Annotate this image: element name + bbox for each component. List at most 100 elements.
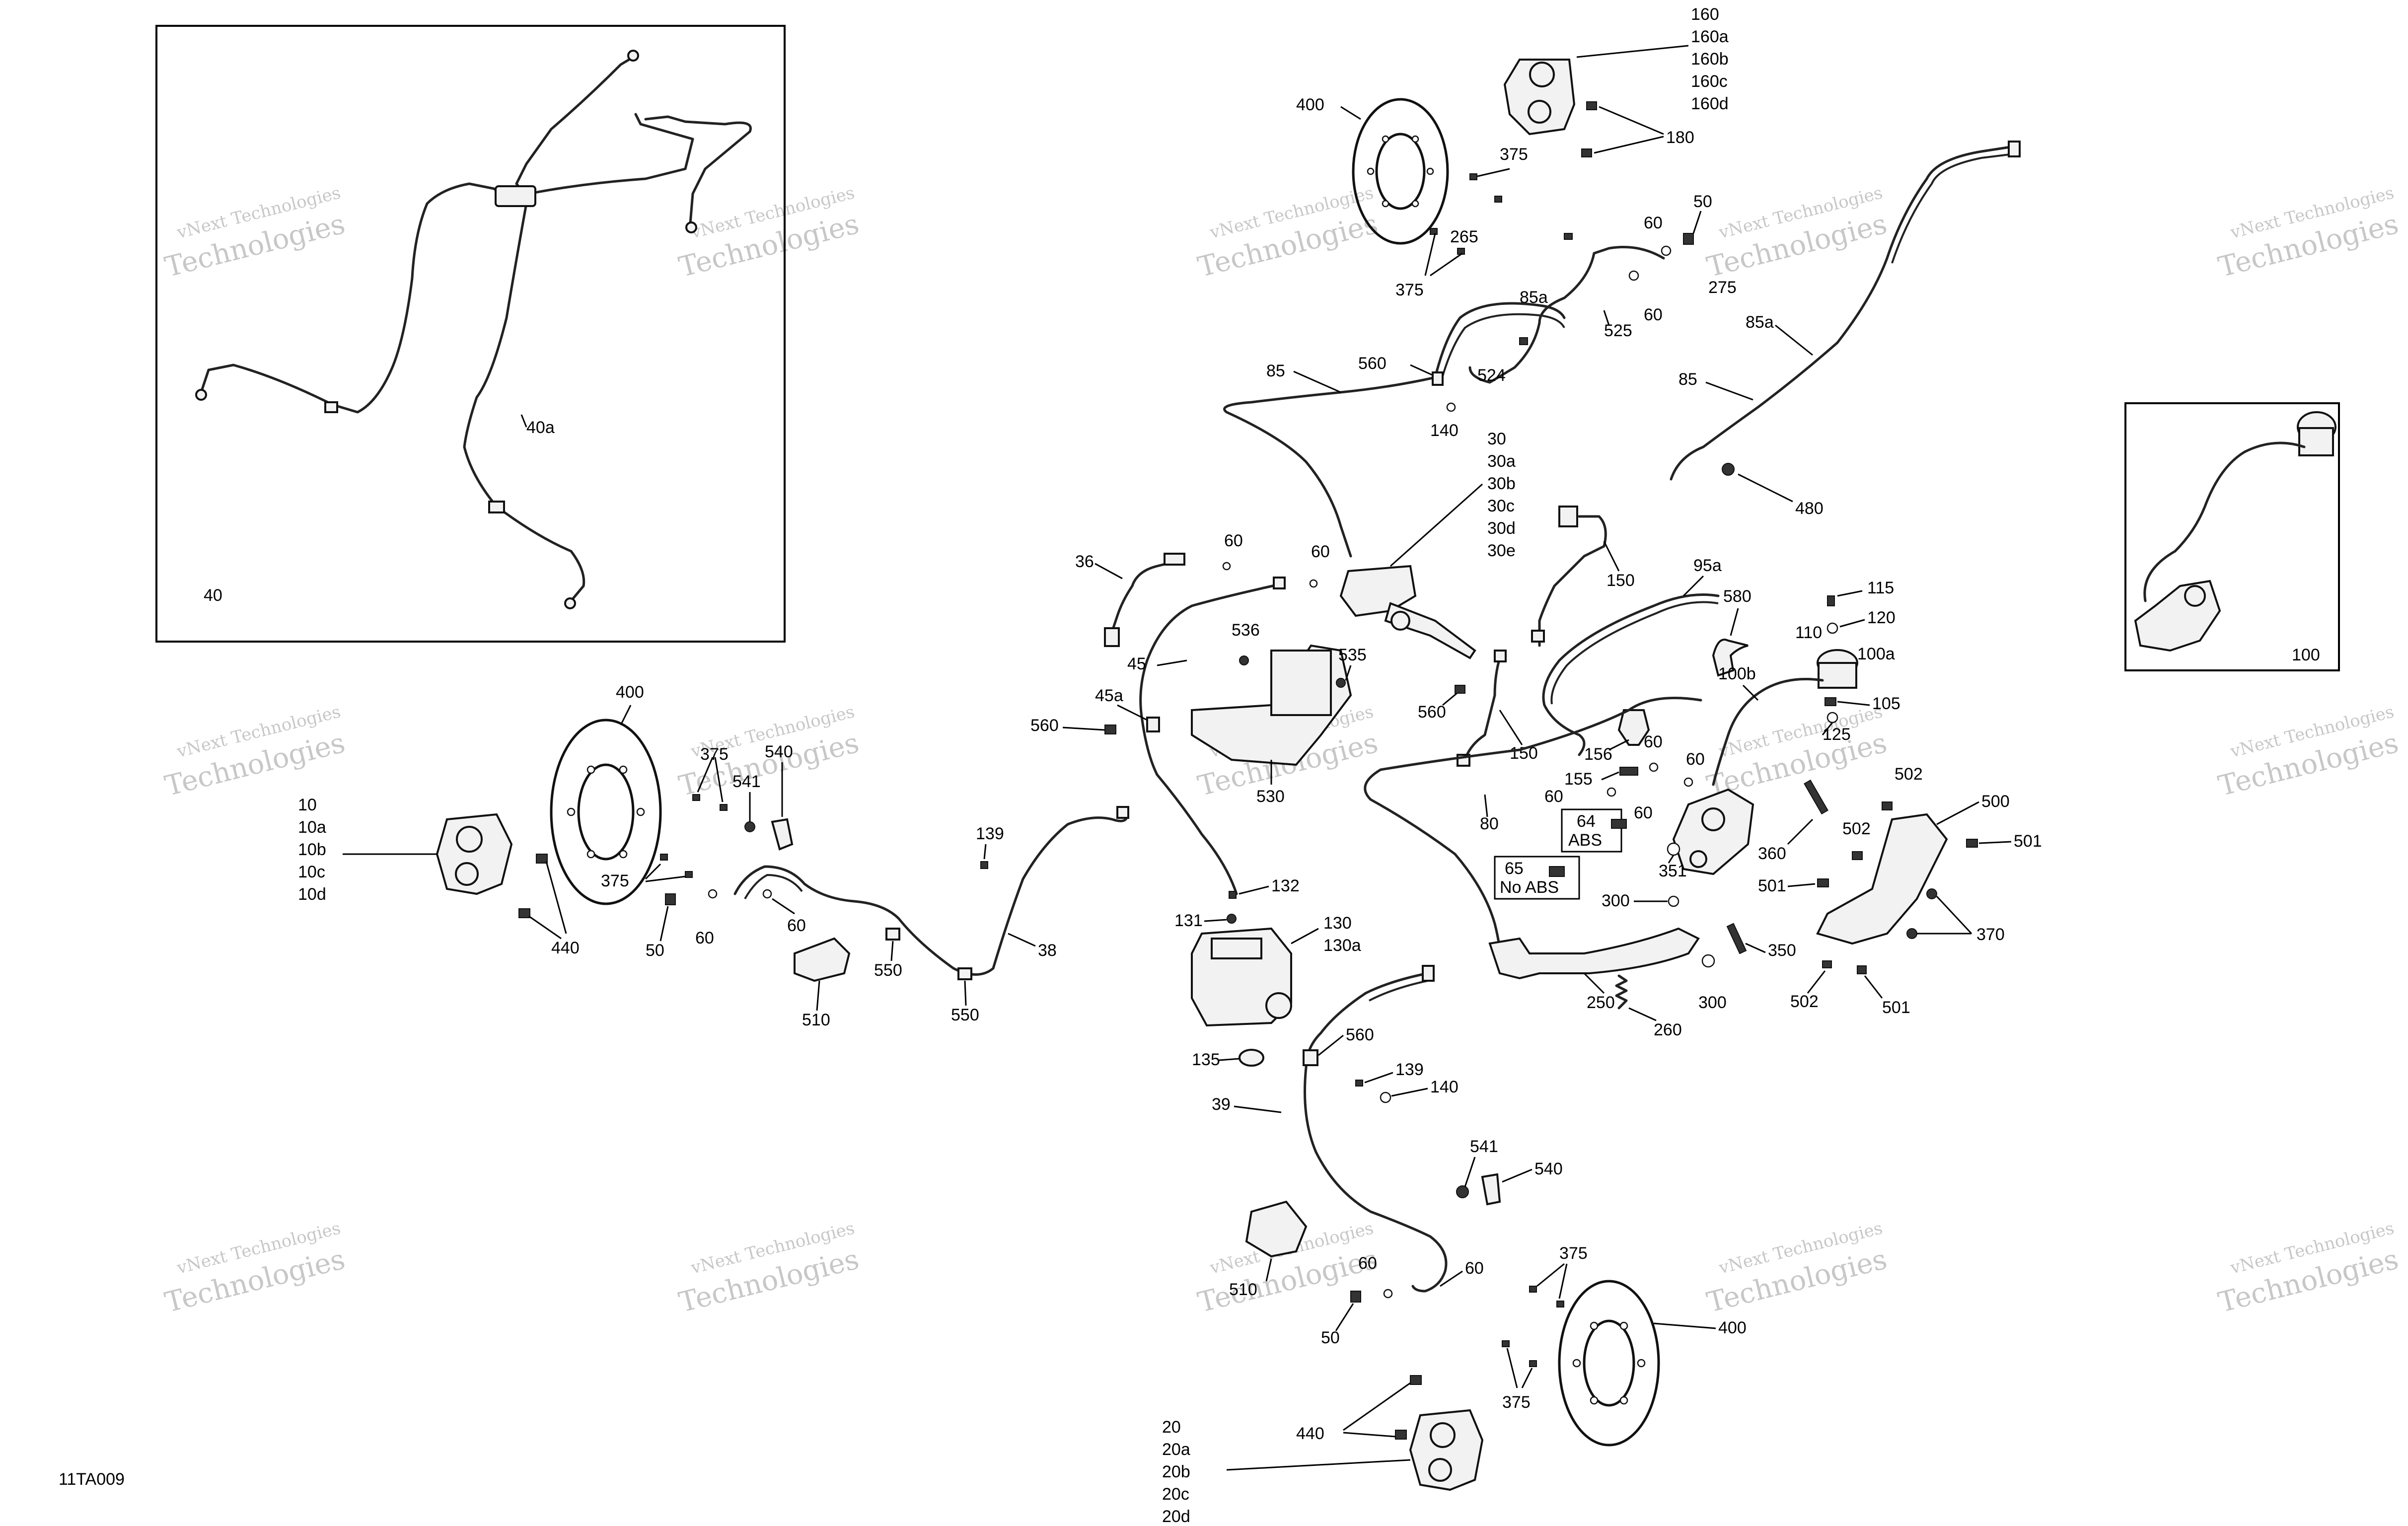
leader-line [1440, 1270, 1463, 1287]
bolt [720, 804, 728, 811]
callout-label: 125 [1823, 725, 1851, 744]
leader-line [1822, 722, 1833, 735]
caliper-piston [1528, 100, 1551, 124]
leader-line [1682, 575, 1704, 597]
line-bracket [794, 937, 851, 982]
callout-label: 100a [1857, 645, 1895, 663]
callout-label: 180 [1666, 128, 1694, 147]
callout-stack: 160 160a 160b 160c 160d [1691, 5, 1729, 113]
leader-line [1608, 739, 1629, 751]
leader-line [1839, 619, 1865, 628]
leader-line [1499, 710, 1523, 745]
sensor-cable [1538, 515, 1607, 647]
callout-label: 400 [1718, 1318, 1747, 1337]
callout-label: 540 [765, 742, 793, 761]
callout-label: 535 [1338, 646, 1367, 664]
leader-line [1603, 310, 1610, 326]
leader-line [645, 875, 686, 882]
bolt [1857, 965, 1867, 974]
watermark: vNext Technologies Technologies [2215, 702, 2402, 802]
banjo-bolt [1611, 819, 1627, 829]
leader-line [1521, 1368, 1533, 1388]
leader-line [1599, 106, 1664, 135]
washer [1667, 842, 1680, 856]
leader-line [714, 757, 724, 802]
bolt [1581, 148, 1592, 157]
leader-line [1864, 975, 1883, 999]
watermark: vNext Technologies Technologies [1704, 702, 1890, 802]
leader-line [964, 980, 967, 1006]
leader-line [1583, 972, 1605, 994]
clip [1455, 685, 1465, 694]
callout-label: 50 [1693, 192, 1712, 211]
no-abs-variant-label: 65 No ABS [1494, 856, 1580, 900]
leader-line [1095, 563, 1123, 580]
callout-label: 440 [551, 939, 580, 957]
callout-label: 550 [874, 961, 902, 980]
nut [744, 821, 755, 832]
callout-label: 375 [1500, 145, 1528, 164]
leader-line [1345, 665, 1352, 681]
nut [1227, 914, 1237, 924]
callout-label: 300 [1698, 993, 1727, 1012]
clamp [1824, 697, 1836, 706]
leader-line [1062, 727, 1105, 731]
leader-line [1234, 1105, 1282, 1113]
bolt [1966, 839, 1978, 848]
callout-label: 39 [1212, 1095, 1231, 1114]
leader-line [1502, 1168, 1532, 1183]
callout-label: No ABS [1500, 878, 1559, 897]
abs-sensor [1164, 553, 1185, 566]
leader-line [1226, 1459, 1411, 1471]
callout-label: 60 [1311, 542, 1330, 561]
inset-master-cylinder: 100 [2124, 402, 2340, 671]
leader-line [1291, 928, 1319, 945]
brake-disc [550, 719, 662, 905]
callout-label: 140 [1430, 421, 1459, 440]
banjo-bolt [1683, 233, 1694, 245]
leader-line [1558, 1263, 1568, 1299]
callout-label: 370 [1976, 925, 2005, 944]
screw [1355, 1080, 1363, 1087]
callout-label: 60 [787, 916, 806, 935]
leader-line [1775, 324, 1813, 356]
washer [1383, 1289, 1393, 1299]
banjo-bolt [1619, 767, 1638, 776]
nut [1456, 1185, 1469, 1198]
leader-line [1318, 1034, 1344, 1056]
leader-line [816, 980, 820, 1011]
callout-label: 30e [1487, 541, 1516, 560]
caliper-piston [1428, 1458, 1452, 1482]
banjo-bolt [1350, 1291, 1361, 1303]
callout-label: 85a [1746, 313, 1774, 332]
leader-line [1477, 168, 1510, 177]
callout-label: 20a [1162, 1440, 1190, 1459]
line-clip [957, 967, 972, 980]
callout-label: 60 [1644, 305, 1663, 324]
washer [1826, 622, 1838, 634]
master-cylinder-port [1701, 807, 1725, 831]
harness-line [200, 56, 635, 414]
leader-line [1594, 136, 1664, 154]
callout-label: 530 [1256, 787, 1285, 806]
callout-label: 132 [1271, 876, 1300, 895]
harness-line [515, 113, 694, 198]
callout-label: 440 [1296, 1424, 1324, 1443]
callout-label: 30d [1487, 519, 1516, 538]
abs-ecu [1270, 650, 1332, 716]
leader-line [1628, 1007, 1657, 1021]
bolt [685, 871, 693, 878]
screw [980, 861, 988, 869]
callout-label: 30a [1487, 452, 1516, 471]
banjo-bolt [1229, 891, 1237, 899]
callout-label: 140 [1430, 1078, 1459, 1096]
watermark: vNext Technologies Technologies [676, 183, 862, 284]
inset-frame [2124, 402, 2340, 671]
watermark: vNext Technologies Technologies [676, 1218, 862, 1319]
brake-disc [1558, 1280, 1660, 1447]
vent-hose [1542, 593, 1720, 756]
nut [1822, 960, 1832, 968]
watermark: vNext Technologies Technologies [162, 702, 348, 802]
callout-label: 560 [1358, 354, 1386, 373]
banjo-bolt [1549, 866, 1565, 877]
